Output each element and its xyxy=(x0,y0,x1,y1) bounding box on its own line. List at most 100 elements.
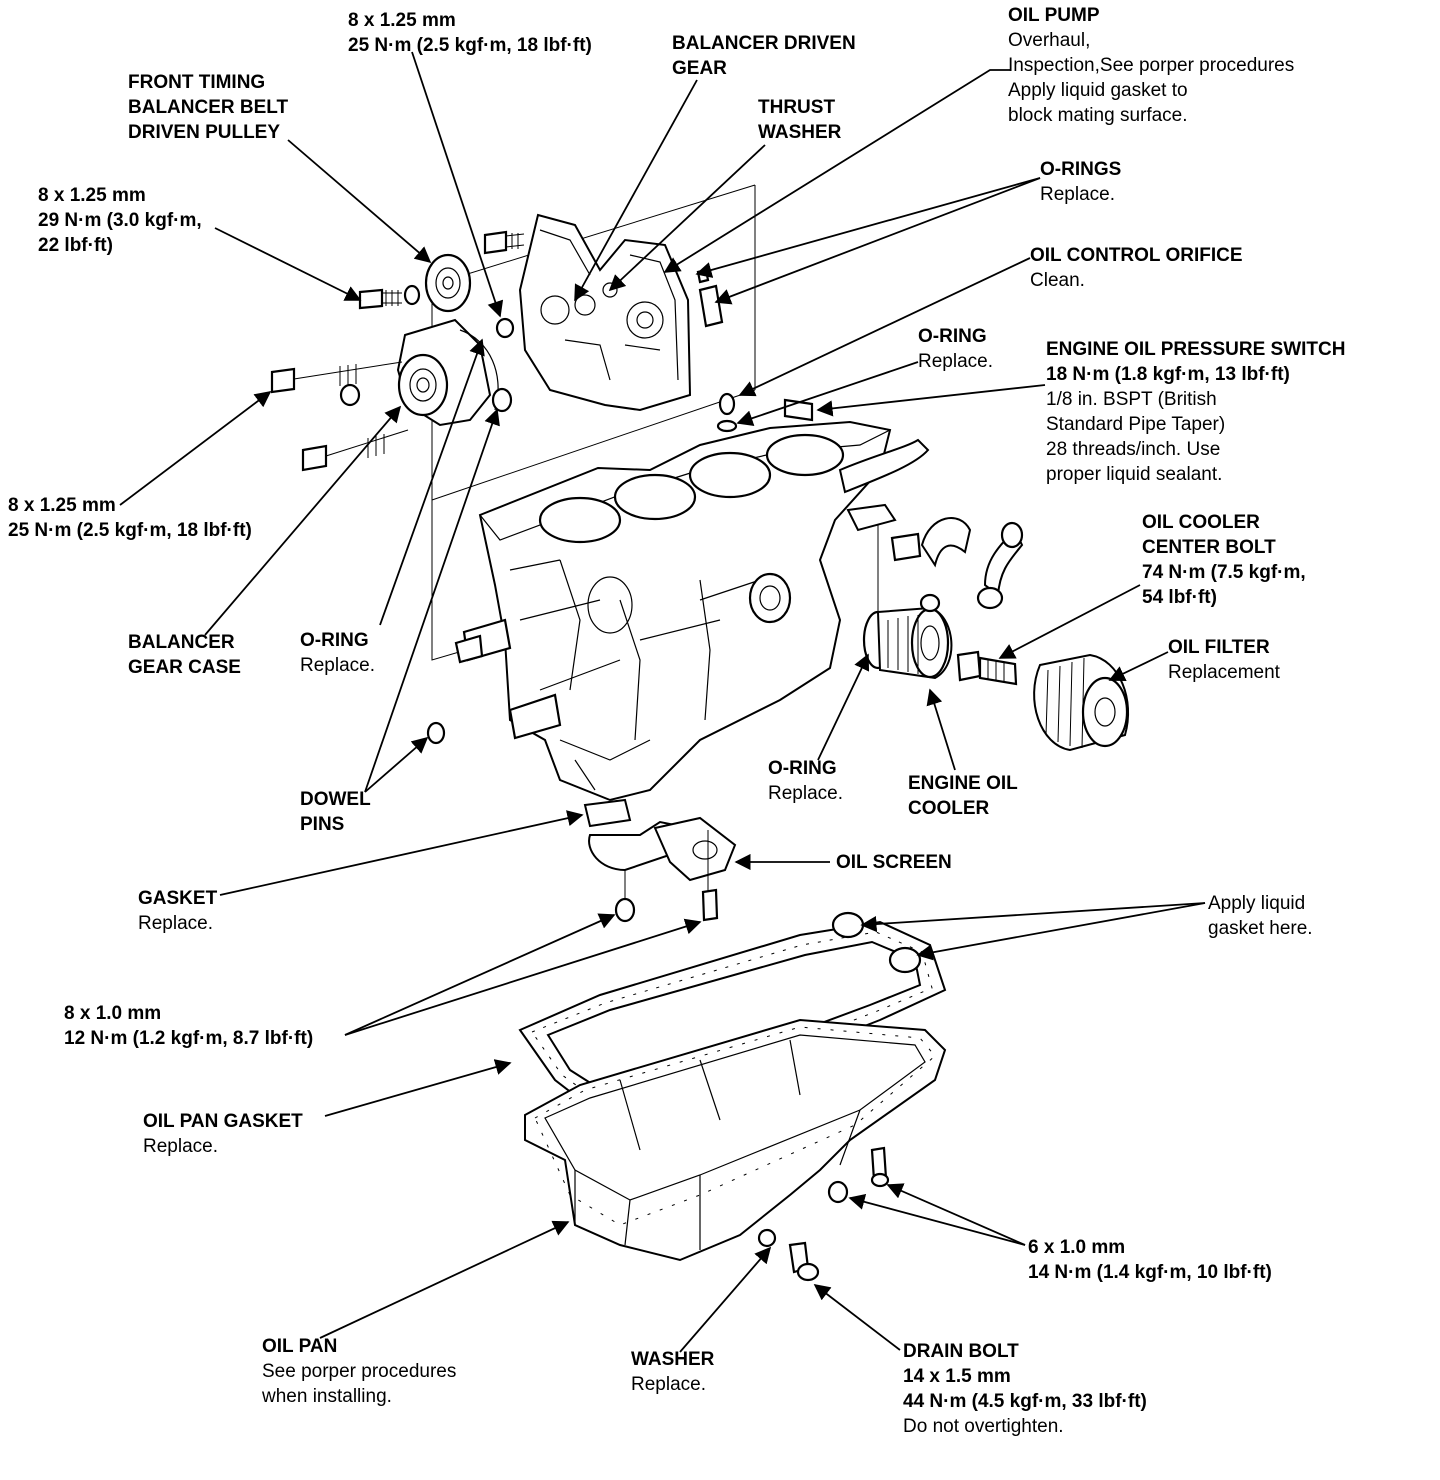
label-top-bolt-torque: 8 x 1.25 mm 25 N·m (2.5 kgf·m, 18 lbf·ft… xyxy=(348,8,592,58)
label-line: Replace. xyxy=(631,1374,706,1395)
leader-lines xyxy=(119,51,1206,1353)
label-line: Replace. xyxy=(1040,184,1115,205)
label-line: 28 threads/inch. Use xyxy=(1046,439,1221,460)
label-line: 25 N·m (2.5 kgf·m, 18 lbf·ft) xyxy=(8,520,252,541)
label-line: FRONT TIMING xyxy=(128,72,266,93)
engine-block xyxy=(462,420,1024,802)
label-line: Replacement xyxy=(1168,662,1280,683)
label-line: OIL PAN GASKET xyxy=(143,1111,303,1132)
label-line: GEAR xyxy=(672,58,727,79)
label-line: 8 x 1.25 mm xyxy=(38,185,146,206)
label-line: block mating surface. xyxy=(1008,105,1188,126)
label-pan-bolts-torque: 6 x 1.0 mm 14 N·m (1.4 kgf·m, 10 lbf·ft) xyxy=(1028,1235,1272,1285)
label-line: ENGINE OIL PRESSURE SWITCH xyxy=(1046,339,1346,360)
label-line: Replace. xyxy=(768,783,843,804)
label-gasket: GASKET Replace. xyxy=(138,886,217,936)
label-line: Standard Pipe Taper) xyxy=(1046,414,1226,435)
label-left-bolt-torque-2: 8 x 1.25 mm 25 N·m (2.5 kgf·m, 18 lbf·ft… xyxy=(8,493,252,543)
balancer-sprocket xyxy=(270,317,515,472)
label-line: GEAR CASE xyxy=(128,657,241,678)
label-line: O-RINGS xyxy=(1040,159,1122,180)
label-line: Inspection,See porper procedures xyxy=(1008,55,1295,76)
label-line: BALANCER xyxy=(128,632,235,653)
label-line: See porper procedures xyxy=(262,1361,457,1382)
label-line: Apply liquid xyxy=(1208,893,1306,914)
label-line: ENGINE OIL xyxy=(908,773,1018,794)
label-line: COOLER xyxy=(908,798,990,819)
label-oil-pan: OIL PAN See porper procedures when insta… xyxy=(262,1334,456,1409)
label-line: DRAIN BOLT xyxy=(903,1341,1019,1362)
label-line: Replace. xyxy=(918,351,993,372)
label-line: 6 x 1.0 mm xyxy=(1028,1237,1126,1258)
label-line: Apply liquid gasket to xyxy=(1008,80,1188,101)
label-line: 74 N·m (7.5 kgf·m, xyxy=(1142,562,1306,583)
label-line: O-RING xyxy=(300,630,369,651)
label-line: CENTER BOLT xyxy=(1142,537,1276,558)
oil-cooler xyxy=(862,593,953,680)
label-engine-oil-pressure-switch: ENGINE OIL PRESSURE SWITCH 18 N·m (1.8 k… xyxy=(1046,337,1345,487)
label-line: WASHER xyxy=(758,122,842,143)
oil-filter xyxy=(1033,653,1130,752)
label-o-ring-mid: O-RING Replace. xyxy=(300,628,375,678)
label-line: OIL CONTROL ORIFICE xyxy=(1030,245,1243,266)
label-washer: WASHER Replace. xyxy=(631,1347,714,1397)
label-line: PINS xyxy=(300,814,345,835)
label-line: 14 N·m (1.4 kgf·m, 10 lbf·ft) xyxy=(1028,1262,1272,1283)
label-oil-pump: OIL PUMP Overhaul, Inspection,See porper… xyxy=(1008,3,1294,128)
label-line: proper liquid sealant. xyxy=(1046,464,1223,485)
label-line: 12 N·m (1.2 kgf·m, 8.7 lbf·ft) xyxy=(64,1028,314,1049)
label-oil-control-orifice: OIL CONTROL ORIFICE Clean. xyxy=(1030,243,1243,293)
label-left-bolt-torque-1: 8 x 1.25 mm 29 N·m (3.0 kgf·m, 22 lbf·ft… xyxy=(38,183,202,258)
label-line: 44 N·m (4.5 kgf·m, 33 lbf·ft) xyxy=(903,1391,1147,1412)
label-line: Do not overtighten. xyxy=(903,1416,1064,1437)
label-line: Overhaul, xyxy=(1008,30,1091,51)
label-line: O-RING xyxy=(768,758,837,779)
label-o-rings: O-RINGS Replace. xyxy=(1040,157,1121,207)
front-timing-pulley xyxy=(358,230,525,313)
label-line: BALANCER DRIVEN xyxy=(672,33,856,54)
label-line: GASKET xyxy=(138,888,218,909)
label-balancer-gear-case: BALANCER GEAR CASE xyxy=(128,630,241,680)
label-oil-screen: OIL SCREEN xyxy=(836,850,952,875)
label-line: 1/8 in. BSPT (British xyxy=(1046,389,1217,410)
label-apply-liquid-gasket: Apply liquid gasket here. xyxy=(1208,891,1313,941)
label-line: 8 x 1.25 mm xyxy=(348,10,456,31)
label-line: 54 lbf·ft) xyxy=(1142,587,1217,608)
label-thrust-washer: THRUST WASHER xyxy=(758,95,841,145)
label-engine-oil-cooler: ENGINE OIL COOLER xyxy=(908,771,1018,821)
label-o-ring-top: O-RING Replace. xyxy=(918,324,993,374)
label-line: 25 N·m (2.5 kgf·m, 18 lbf·ft) xyxy=(348,35,592,56)
label-line: OIL SCREEN xyxy=(836,852,952,873)
label-line: 18 N·m (1.8 kgf·m, 13 lbf·ft) xyxy=(1046,364,1290,385)
label-line: 8 x 1.25 mm xyxy=(8,495,116,516)
label-line: WASHER xyxy=(631,1349,715,1370)
label-screen-bolts-torque: 8 x 1.0 mm 12 N·m (1.2 kgf·m, 8.7 lbf·ft… xyxy=(64,1001,313,1051)
label-dowel-pins: DOWEL PINS xyxy=(300,787,371,837)
label-balancer-driven-gear: BALANCER DRIVEN GEAR xyxy=(672,31,856,81)
label-line: OIL PUMP xyxy=(1008,5,1100,26)
label-line: OIL FILTER xyxy=(1168,637,1270,658)
label-drain-bolt: DRAIN BOLT 14 x 1.5 mm 44 N·m (4.5 kgf·m… xyxy=(903,1339,1147,1439)
label-line: when installing. xyxy=(262,1386,392,1407)
label-line: 8 x 1.0 mm xyxy=(64,1003,162,1024)
label-line: DOWEL xyxy=(300,789,371,810)
label-line: DRIVEN PULLEY xyxy=(128,122,281,143)
label-line: OIL COOLER xyxy=(1142,512,1260,533)
oil-cooler-center-bolt xyxy=(956,650,1018,686)
label-line: 22 lbf·ft) xyxy=(38,235,113,256)
label-o-ring-cooler: O-RING Replace. xyxy=(768,756,843,806)
label-line: gasket here. xyxy=(1208,918,1313,939)
label-line: Replace. xyxy=(138,913,213,934)
label-line: Clean. xyxy=(1030,270,1085,291)
label-line: THRUST xyxy=(758,97,836,118)
oil-screen xyxy=(583,798,737,923)
label-line: 14 x 1.5 mm xyxy=(903,1366,1011,1387)
label-line: Replace. xyxy=(143,1136,218,1157)
label-line: Replace. xyxy=(300,655,375,676)
label-line: BALANCER BELT xyxy=(128,97,289,118)
balancer-gear-case xyxy=(518,213,692,412)
label-oil-cooler-center-bolt: OIL COOLER CENTER BOLT 74 N·m (7.5 kgf·m… xyxy=(1142,510,1306,610)
label-front-timing-balancer-belt-driven-pulley: FRONT TIMING BALANCER BELT DRIVEN PULLEY xyxy=(128,70,288,145)
label-line: O-RING xyxy=(918,326,987,347)
